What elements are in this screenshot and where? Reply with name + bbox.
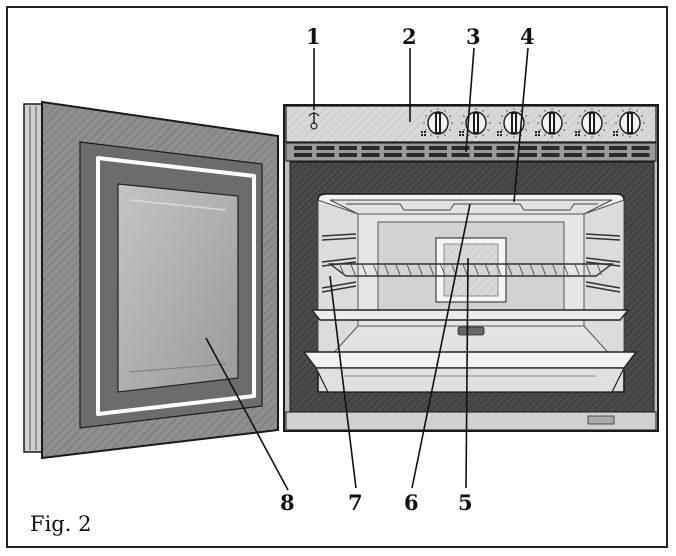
control-knob: [421, 108, 453, 138]
vent-slot: [316, 146, 335, 150]
vent-slot: [541, 146, 560, 150]
vent-slot: [406, 153, 425, 157]
vent-slot: [294, 146, 312, 150]
vent-slot: [496, 146, 515, 150]
vent-slot: [451, 153, 470, 157]
wire-rack: [327, 263, 615, 277]
figure-frame: [6, 6, 668, 548]
vent-slot: [564, 153, 582, 157]
shelf-runners-right: [585, 233, 621, 293]
control-knob: [535, 108, 567, 138]
vent-slot: [384, 153, 402, 157]
vent-slot: [631, 146, 650, 150]
vent-slot: [631, 153, 650, 157]
vent-slot: [406, 146, 425, 150]
control-knob: [575, 108, 607, 138]
callout-5: 5: [458, 490, 473, 515]
vent-slot: [586, 153, 605, 157]
control-knobs: [421, 108, 645, 138]
vent-slot: [429, 146, 447, 150]
vent-slot: [451, 146, 470, 150]
vent-slot: [609, 146, 627, 150]
vent-slot: [586, 146, 605, 150]
callout-3: 3: [466, 24, 481, 49]
callout-6: 6: [404, 490, 419, 515]
vent-slot: [316, 153, 335, 157]
vent-strip: [285, 142, 657, 162]
vent-slot: [294, 153, 312, 157]
vent-slots: [294, 146, 650, 157]
oven-cavity: [302, 193, 638, 425]
oven-door: [23, 100, 279, 460]
vent-slot: [474, 153, 492, 157]
control-knob: [497, 108, 529, 138]
vent-slot: [519, 146, 537, 150]
vent-slot: [541, 153, 560, 157]
vent-slot: [339, 153, 357, 157]
vent-slot: [519, 153, 537, 157]
drip-pan: [302, 351, 638, 369]
control-knob: [613, 108, 645, 138]
vent-slot: [609, 153, 627, 157]
panel-light-icon: [308, 112, 320, 130]
callout-4: 4: [520, 24, 535, 49]
callout-7: 7: [348, 490, 363, 515]
vent-slot: [361, 153, 380, 157]
leader-lines: [205, 47, 529, 491]
vent-slot: [496, 153, 515, 157]
baking-tray: [310, 309, 630, 321]
vent-slot: [429, 153, 447, 157]
vent-slot: [564, 146, 582, 150]
vent-slot: [339, 146, 357, 150]
vent-slot: [361, 146, 380, 150]
vent-slot: [384, 146, 402, 150]
vent-slot: [474, 146, 492, 150]
figure-caption: Fig. 2: [30, 512, 92, 536]
callout-2: 2: [402, 24, 417, 49]
callout-1: 1: [306, 24, 321, 49]
callout-8: 8: [280, 490, 295, 515]
